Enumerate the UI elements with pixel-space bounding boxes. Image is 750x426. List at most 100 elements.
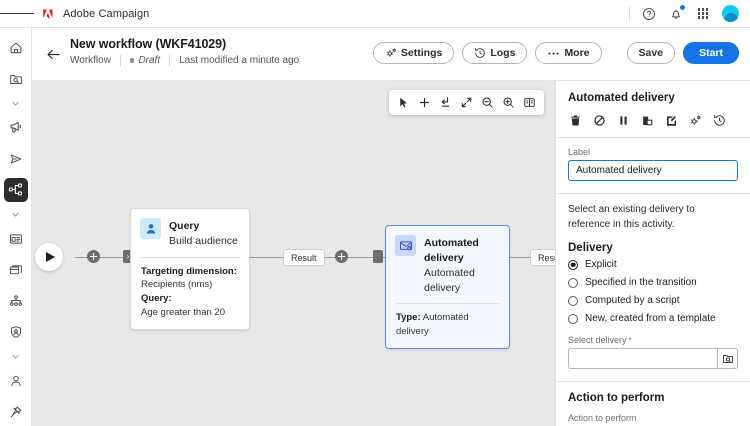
ellipsis-icon (547, 48, 560, 59)
sidebar-item-privacy[interactable] (4, 320, 28, 344)
transition-label-2[interactable]: Resu (530, 249, 555, 266)
activity-node-query[interactable]: Query Build audience Targeting dimension… (130, 208, 250, 330)
label-input-value: Automated delivery (576, 165, 662, 176)
node-subtitle: Build audience (169, 234, 238, 247)
fit-screen-icon[interactable] (457, 93, 476, 112)
last-modified-label: Last modified a minute ago (179, 55, 300, 66)
sidebar-item-deliveries[interactable] (4, 147, 28, 171)
transition-handle-2[interactable] (373, 250, 383, 263)
sidebar-group-toggle-3[interactable] (4, 348, 28, 364)
zoom-in-icon[interactable] (499, 93, 518, 112)
start-label: Start (699, 47, 723, 59)
plus-icon[interactable] (415, 93, 434, 112)
hamburger-icon[interactable] (0, 11, 34, 16)
divider (169, 55, 171, 66)
page-subtitle: Workflow Draft Last modified a minute ag… (70, 55, 299, 66)
app-grid-icon[interactable] (695, 6, 711, 22)
sidebar-item-audiences[interactable] (4, 289, 28, 313)
workflow-canvas[interactable]: › Result Resu Query Build audience (32, 81, 555, 426)
connector-arrow-icon[interactable] (436, 93, 455, 112)
add-activity-button-1[interactable] (87, 250, 100, 263)
select-delivery-field (568, 348, 738, 369)
node-subtitle: Automated delivery (424, 266, 475, 294)
required-marker: * (628, 336, 632, 345)
settings-button[interactable]: Settings (372, 42, 455, 64)
transition-handle-1[interactable]: › (123, 250, 133, 263)
sidebar-item-home[interactable] (4, 36, 28, 60)
back-arrow-icon[interactable] (44, 45, 62, 63)
divider (556, 193, 750, 194)
select-delivery-label: Select delivery* (556, 326, 750, 348)
search-folder-icon[interactable] (717, 348, 738, 369)
automated-delivery-icon (395, 235, 416, 256)
pause-icon[interactable] (616, 113, 630, 127)
sidebar-item-workflows[interactable] (3, 177, 28, 202)
node-title: Query (169, 220, 200, 232)
notification-badge (679, 3, 686, 11)
sidebar-item-explore[interactable] (4, 67, 28, 91)
label-input[interactable]: Automated delivery (568, 160, 738, 181)
node-header: Automated delivery Automated delivery (386, 226, 509, 303)
bell-icon[interactable] (668, 3, 686, 22)
radio-option-new-from-template[interactable]: New, created from a template (556, 308, 750, 326)
top-bar: Adobe Campaign (0, 0, 750, 28)
zoom-out-icon[interactable] (478, 93, 497, 112)
radio-option-specified-in-transition[interactable]: Specified in the transition (556, 272, 750, 290)
save-label: Save (638, 47, 664, 59)
sidebar-group-toggle-1[interactable] (4, 95, 28, 111)
divider (629, 5, 630, 22)
logs-button[interactable]: Logs (462, 42, 528, 64)
panel-help-text: Select an existing delivery to reference… (568, 204, 695, 230)
radio-icon (568, 313, 578, 324)
add-activity-button-2[interactable] (335, 250, 348, 263)
page-title-block: New workflow (WKF41029) Workflow Draft L… (70, 37, 299, 66)
more-label: More (564, 47, 590, 59)
page-title: New workflow (WKF41029) (70, 37, 227, 51)
logs-label: Logs (490, 47, 516, 59)
radio-option-computed-by-script[interactable]: Computed by a script (556, 290, 750, 308)
sidebar-item-campaigns[interactable] (4, 116, 28, 140)
block-icon[interactable] (592, 113, 606, 127)
user-avatar[interactable] (722, 5, 739, 22)
radio-option-explicit[interactable]: Explicit (556, 254, 750, 272)
panel-title: Automated delivery (568, 92, 675, 104)
map-layout-icon[interactable] (520, 93, 539, 112)
start-node[interactable] (35, 243, 63, 271)
node-titles: Query Build audience (169, 218, 238, 249)
gear-icon[interactable] (688, 113, 702, 127)
sidebar-item-subscriptions[interactable] (4, 400, 28, 424)
sidebar-item-offers[interactable] (4, 258, 28, 282)
transition-label-1[interactable]: Result (283, 249, 325, 266)
clock-icon (474, 47, 486, 59)
edit-window-icon[interactable] (664, 113, 678, 127)
adobe-logo-icon (40, 6, 55, 21)
status-badge: Draft (138, 55, 161, 66)
top-bar-actions (629, 0, 750, 27)
select-delivery-input[interactable] (568, 348, 717, 369)
node-field-label-1: Query: (141, 293, 172, 305)
help-icon[interactable] (641, 6, 657, 22)
brand-title: Adobe Campaign (63, 7, 150, 20)
action-field-label: Action to perform (568, 413, 637, 423)
copy-icon[interactable] (640, 113, 654, 127)
gear-icon (385, 47, 397, 59)
more-button[interactable]: More (535, 42, 602, 64)
activity-node-automated-delivery[interactable]: Automated delivery Automated delivery Ty… (385, 225, 510, 349)
cursor-icon[interactable] (394, 93, 413, 112)
sidebar-item-profiles[interactable] (4, 369, 28, 393)
clock-icon[interactable] (712, 113, 726, 127)
node-body: Type: Automated delivery (386, 304, 509, 348)
start-button[interactable]: Start (683, 42, 739, 64)
node-title: Automated delivery (424, 237, 479, 264)
left-nav-rail (0, 28, 32, 426)
node-field-value-0: Automated delivery (396, 312, 469, 338)
panel-action-icons (556, 104, 750, 137)
sidebar-group-toggle-2[interactable] (4, 206, 28, 222)
radio-label: Specified in the transition (585, 277, 697, 288)
trash-icon[interactable] (568, 113, 582, 127)
radio-icon (568, 259, 578, 270)
sidebar-item-landing-pages[interactable] (4, 227, 28, 251)
save-button[interactable]: Save (626, 42, 676, 64)
node-field-value-1: Age greater than 20 (141, 306, 225, 318)
divider (395, 303, 500, 305)
